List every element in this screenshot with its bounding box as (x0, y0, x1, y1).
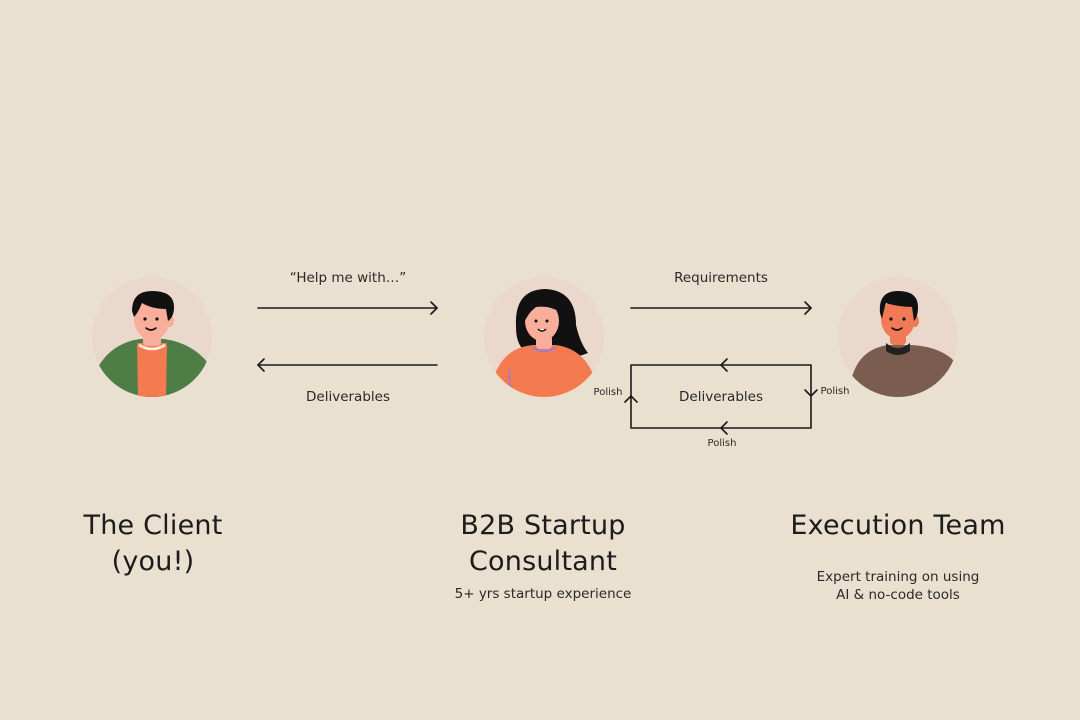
team-subtitle-line1: Expert training on using (816, 569, 980, 585)
team-avatar-icon (838, 277, 958, 397)
team-subtitle: Expert training on using AI & no-code to… (817, 568, 980, 604)
team-title: Execution Team (790, 510, 1006, 541)
arrow-consultant-to-team (630, 301, 812, 315)
team-subtitle-line2: AI & no-code tools (836, 587, 960, 603)
deliverables-loop-label: Deliverables (679, 389, 763, 405)
consultant-title: B2B Startup Consultant (460, 508, 625, 580)
consultant-title-line2: Consultant (469, 546, 617, 577)
requirements-label: Requirements (674, 270, 768, 286)
deliverables-to-client-label: Deliverables (306, 389, 390, 405)
polish-right-label: Polish (820, 386, 850, 397)
client-title-line1: The Client (83, 510, 223, 541)
polish-loop (624, 358, 818, 435)
consultant-subtitle: 5+ yrs startup experience (454, 586, 632, 602)
polish-bottom-label: Polish (707, 438, 737, 449)
polish-left-label: Polish (593, 387, 623, 398)
consultant-title-line1: B2B Startup (460, 510, 626, 541)
client-title-line2: (you!) (111, 546, 195, 577)
arrow-consultant-to-client (257, 358, 438, 372)
request-label: “Help me with…” (289, 270, 407, 286)
client-title: The Client (you!) (84, 508, 223, 580)
arrow-client-to-consultant (257, 301, 438, 315)
consultant-avatar-icon (484, 277, 604, 397)
client-avatar-icon (92, 277, 212, 397)
